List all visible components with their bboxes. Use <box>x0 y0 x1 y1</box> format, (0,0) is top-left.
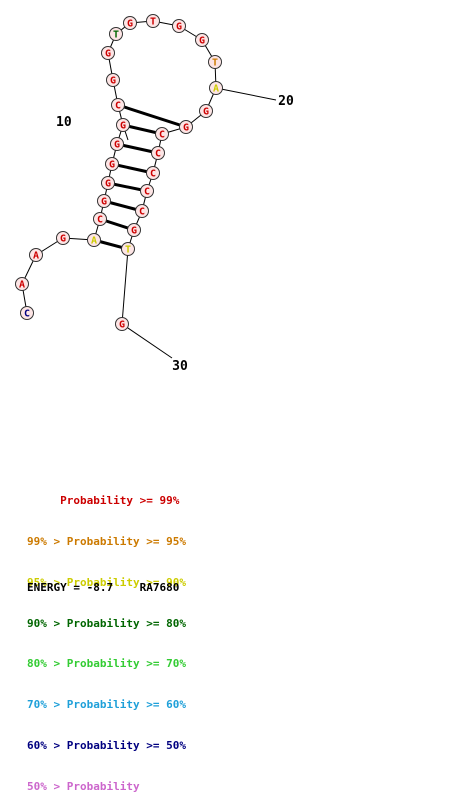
nucleotide-letter: G <box>105 179 111 190</box>
position-label: 20 <box>278 94 294 109</box>
nucleotide-letter: G <box>60 234 66 245</box>
nucleotide-circle <box>179 120 193 134</box>
nucleotide-circle <box>87 233 101 247</box>
nucleotide-letter: C <box>24 309 30 320</box>
position-label: 30 <box>172 359 188 374</box>
nucleotide-circle <box>115 317 129 331</box>
nucleotide-letter: G <box>131 226 137 237</box>
nucleotide-letter: G <box>176 22 182 33</box>
nucleotide-letter: G <box>101 197 107 208</box>
nucleotide-letter: G <box>183 123 189 134</box>
nucleotide-letter: C <box>115 101 121 112</box>
nucleotide-letter: C <box>144 187 150 198</box>
nucleotide-circle <box>15 277 29 291</box>
nucleotide-letter: C <box>97 215 103 226</box>
nucleotide-letter: A <box>91 236 97 247</box>
label-leader-line <box>121 323 173 359</box>
nucleotide-circle <box>20 306 34 320</box>
nucleotide-letter: G <box>199 36 205 47</box>
legend-line: 80% > Probability >= 70% <box>27 657 186 671</box>
nucleotide-circle <box>195 33 209 47</box>
position-label: 10 <box>56 115 72 130</box>
backbone-segment <box>121 248 129 325</box>
nucleotide-letter: G <box>110 76 116 87</box>
nucleotide-letter: T <box>125 245 131 256</box>
nucleotide-circle <box>101 176 115 190</box>
nucleotide-circle <box>111 98 125 112</box>
nucleotide-letter: T <box>212 58 218 69</box>
nucleotide-circle <box>209 81 223 95</box>
nucleotide-circle <box>121 242 135 256</box>
nucleotide-letter: C <box>139 207 145 218</box>
legend-line: 99% > Probability >= 95% <box>27 534 186 548</box>
nucleotide-circle <box>172 19 186 33</box>
nucleotide-letter: T <box>150 17 156 28</box>
nucleotide-circle <box>29 248 43 262</box>
nucleotide-letter: G <box>109 160 115 171</box>
nucleotide-circle <box>93 212 107 226</box>
nucleotide-letter: G <box>127 19 133 30</box>
nucleotide-letter: A <box>19 280 25 291</box>
nucleotide-letter: G <box>119 320 125 331</box>
base-pair-bond <box>117 103 187 129</box>
legend-line: 90% > Probability >= 80% <box>27 616 186 630</box>
nucleotide-letter: C <box>155 149 161 160</box>
nucleotide-circle <box>109 27 123 41</box>
nucleotide-letter: G <box>120 121 126 132</box>
nucleotide-circle <box>199 104 213 118</box>
nucleotide-letter: G <box>105 49 111 60</box>
nucleotide-circle <box>135 204 149 218</box>
nucleotide-circle <box>155 127 169 141</box>
nucleotide-letter: G <box>203 107 209 118</box>
nucleotide-letter: T <box>113 30 119 41</box>
nucleotide-letter: C <box>150 169 156 180</box>
nucleotide-letter: C <box>159 130 165 141</box>
nucleotide-letter: G <box>114 140 120 151</box>
nucleotide-circle <box>151 146 165 160</box>
probability-legend: Probability >= 99% 99% > Probability >= … <box>27 467 186 807</box>
nucleotide-circle <box>110 137 124 151</box>
nucleotide-circle <box>140 184 154 198</box>
nucleotide-circle <box>146 14 160 28</box>
nucleotide-circle <box>97 194 111 208</box>
legend-line: 70% > Probability >= 60% <box>27 698 186 712</box>
legend-line: Probability >= 99% <box>27 494 180 508</box>
nucleotide-circle <box>56 231 70 245</box>
nucleotide-circle <box>127 223 141 237</box>
nucleotide-circle <box>105 157 119 171</box>
legend-line: 95% > Probability >= 90% <box>27 575 186 589</box>
legend-line: 60% > Probability >= 50% <box>27 738 186 752</box>
nucleotide-letter: A <box>33 251 39 262</box>
nucleotide-circle <box>146 166 160 180</box>
nucleotide-letter: A <box>213 84 219 95</box>
nucleotide-circle <box>123 16 137 30</box>
nucleotide-circle <box>208 55 222 69</box>
energy-label: ENERGY = -8.7 RA7680 <box>27 581 180 594</box>
nucleotide-circle <box>106 73 120 87</box>
legend-line: 50% > Probability <box>27 779 140 793</box>
nucleotide-circle <box>116 118 130 132</box>
label-leader-line <box>215 87 277 101</box>
nucleotide-circle <box>101 46 115 60</box>
